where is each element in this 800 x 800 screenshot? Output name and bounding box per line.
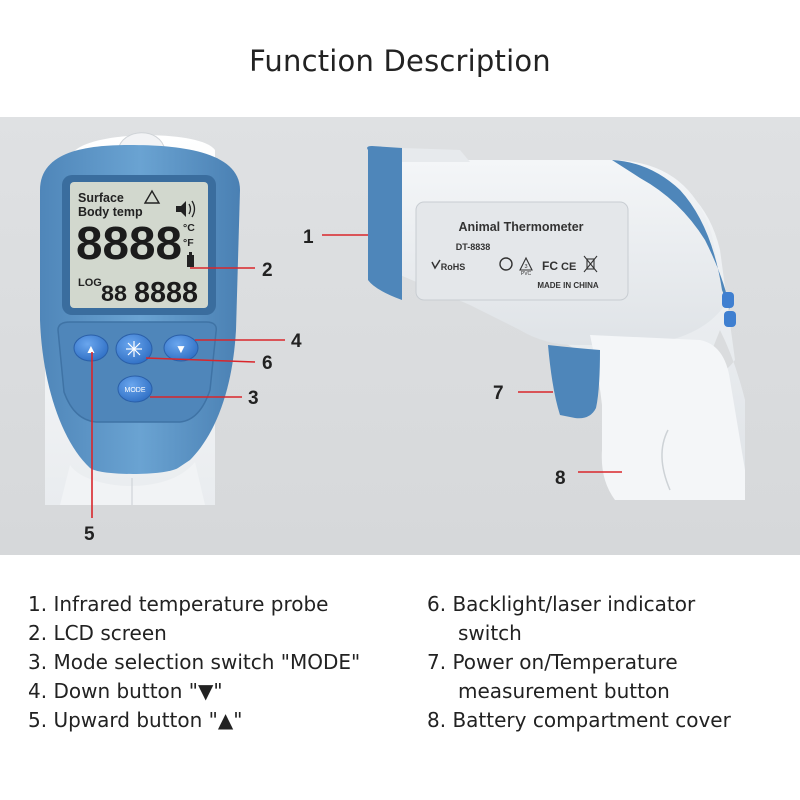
weee-bin-icon xyxy=(583,255,598,273)
callout-numbers: 1 2 3 4 5 6 7 8 xyxy=(84,227,566,545)
front-grip xyxy=(60,462,205,505)
probe-cap xyxy=(367,146,402,300)
up-arrow-icon: ▲ xyxy=(85,342,97,356)
mode-button-label: MODE xyxy=(125,387,146,394)
side-view: Animal Thermometer DT-8838 RoHS 3 PVC FC… xyxy=(367,146,745,500)
callout-lines xyxy=(91,234,622,518)
lcd-sub-digits: 8888 xyxy=(134,277,198,309)
callout-4: 4 xyxy=(291,331,302,352)
legend-item-8: 8. Battery compartment cover xyxy=(427,708,731,732)
front-view: Surface Body temp 8888 °C °F LOG 88 8888 xyxy=(40,132,240,505)
lcd-mode-surface: Surface xyxy=(78,191,124,205)
light-burst-icon xyxy=(126,341,142,357)
label-pvc-num: 3 xyxy=(524,264,527,270)
label-rohs: RoHS xyxy=(441,262,466,272)
lcd-unit-f: °F xyxy=(183,237,194,249)
side-label-plate xyxy=(415,201,629,301)
down-arrow-icon: ▼ xyxy=(175,342,187,356)
product-photo-panel: Surface Body temp 8888 °C °F LOG 88 8888 xyxy=(0,117,800,555)
pvc-recycle-icon xyxy=(519,256,533,271)
callout-1: 1 xyxy=(303,227,314,248)
lcd-log-label: LOG xyxy=(78,277,102,289)
lcd-screen xyxy=(70,182,208,308)
lcd-main-digits: 8888 xyxy=(76,217,182,269)
recycle-icon xyxy=(499,257,513,271)
page-title: Function Description xyxy=(249,44,551,78)
label-pvc: PVC xyxy=(521,271,532,277)
backlight-laser-button[interactable] xyxy=(115,333,153,365)
legend-item-4: 4. Down button "▼" xyxy=(28,679,223,703)
callout-7: 7 xyxy=(493,383,504,404)
laser-warning-icon xyxy=(143,189,161,204)
up-button[interactable]: ▲ xyxy=(73,334,109,362)
mode-button[interactable]: MODE xyxy=(117,375,153,403)
legend-item-1: 1. Infrared temperature probe xyxy=(28,592,329,616)
trigger-button[interactable] xyxy=(548,345,600,419)
lcd-unit-c: °C xyxy=(183,222,195,234)
callout-6: 6 xyxy=(262,353,273,374)
legend-item-5: 5. Upward button "▲" xyxy=(28,708,243,732)
battery-icon xyxy=(187,252,194,267)
callout-8: 8 xyxy=(555,468,566,489)
legend-item-2: 2. LCD screen xyxy=(28,621,167,645)
callout-5: 5 xyxy=(84,524,95,545)
thermometer-illustration: Surface Body temp 8888 °C °F LOG 88 8888 xyxy=(40,132,745,545)
rohs-check-icon xyxy=(431,259,441,270)
lcd-log-digits: 88 xyxy=(101,281,127,306)
label-model: DT-8838 xyxy=(456,242,491,252)
label-fc: FC xyxy=(542,259,558,273)
legend-item-3: 3. Mode selection switch "MODE" xyxy=(28,650,361,674)
label-product-name: Animal Thermometer xyxy=(458,220,583,234)
down-button[interactable]: ▼ xyxy=(163,334,199,362)
lcd-mode-body: Body temp xyxy=(78,205,143,219)
legend-left: 1. Infrared temperature probe 2. LCD scr… xyxy=(28,590,418,735)
speaker-icon xyxy=(176,200,196,218)
side-handle xyxy=(590,335,745,500)
callout-3: 3 xyxy=(248,388,259,409)
label-origin: MADE IN CHINA xyxy=(537,281,599,290)
side-back-accent xyxy=(612,160,730,310)
callout-2: 2 xyxy=(262,260,273,281)
label-ce: CE xyxy=(561,261,576,273)
